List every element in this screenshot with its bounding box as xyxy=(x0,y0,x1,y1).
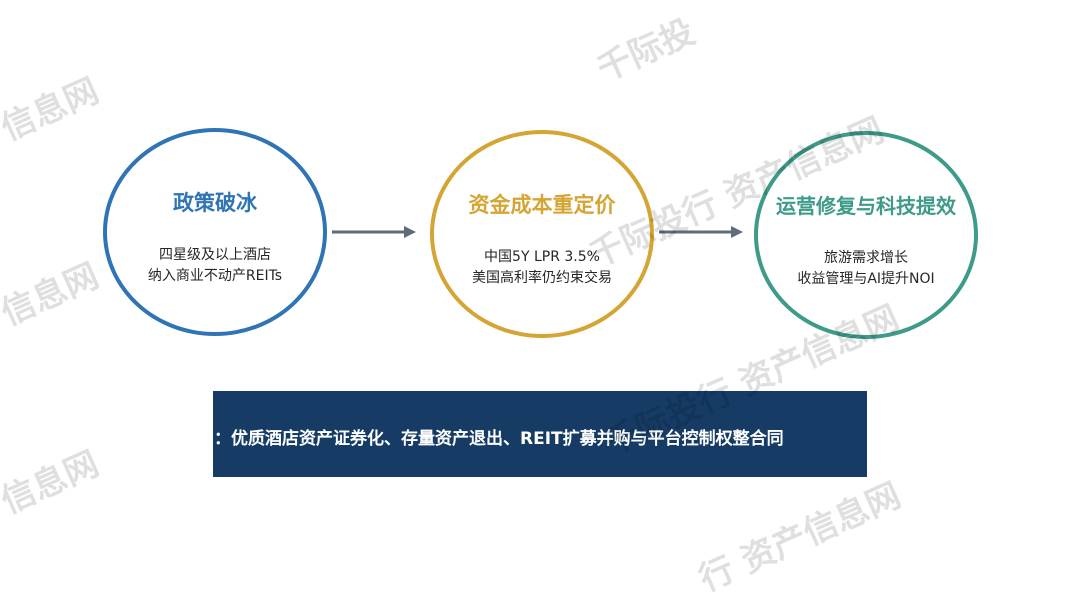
step-detail-line: 纳入商业不动产REITs xyxy=(147,268,283,284)
summary-banner-text: 口：优质酒店资产证券化、存量资产退出、REIT扩募并购与平台控制权整合同 xyxy=(213,429,784,449)
arrow-right-icon xyxy=(332,226,416,238)
diagram-canvas: 政策破冰 四星级及以上酒店 纳入商业不动产REITs 资金成本重定价 中国5Y … xyxy=(0,11,978,600)
watermark: 千际投 xyxy=(591,11,701,90)
step-detail-line: 四星级及以上酒店 xyxy=(159,247,271,263)
watermark: 信息网 xyxy=(0,443,105,522)
step-circle-policy: 政策破冰 四星级及以上酒店 纳入商业不动产REITs xyxy=(103,128,327,336)
watermark: 信息网 xyxy=(0,255,105,334)
step-circle-funding-cost: 资金成本重定价 中国5Y LPR 3.5% 美国高利率仍约束交易 xyxy=(430,130,654,338)
step-title: 政策破冰 xyxy=(173,191,257,215)
watermark: 行 资产信息网 xyxy=(693,475,907,600)
step-detail-line: 中国5Y LPR 3.5% xyxy=(484,249,600,265)
step-detail-line: 收益管理与AI提升NOI xyxy=(797,271,935,287)
step-detail-line: 美国高利率仍约束交易 xyxy=(472,270,612,286)
step-title: 资金成本重定价 xyxy=(468,193,616,217)
summary-banner: 口：优质酒店资产证券化、存量资产退出、REIT扩募并购与平台控制权整合同 xyxy=(213,391,867,477)
arrow-right-icon xyxy=(659,226,743,238)
step-detail-line: 旅游需求增长 xyxy=(824,250,908,266)
step-circle-operations: 运营修复与科技提效 旅游需求增长 收益管理与AI提升NOI xyxy=(754,131,978,339)
step-title: 运营修复与科技提效 xyxy=(776,194,956,218)
watermark: 信息网 xyxy=(0,70,105,149)
